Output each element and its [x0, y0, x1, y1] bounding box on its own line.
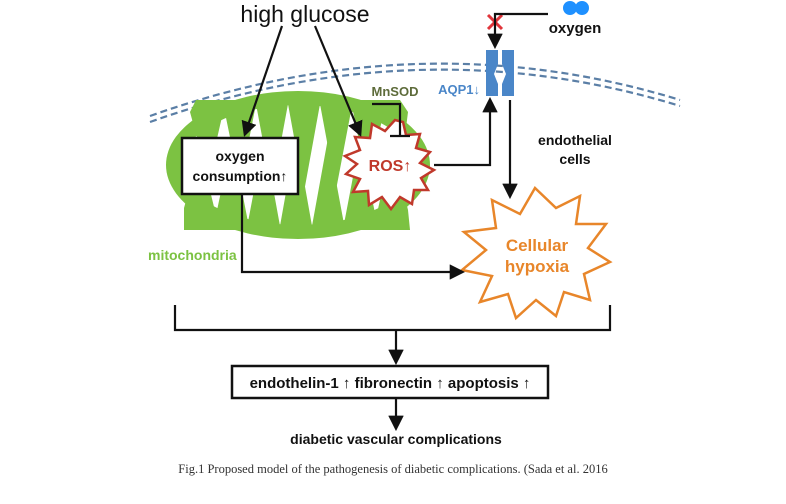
mitochondria-label: mitochondria: [148, 247, 237, 263]
ros-starburst: [342, 118, 437, 212]
oxygen-consumption-box: [180, 136, 300, 196]
cellular-hypoxia-label-line1: Cellular: [506, 236, 569, 255]
outcome-label: diabetic vascular complications: [290, 431, 502, 447]
endothelial-label-line1: endothelial: [538, 132, 612, 148]
mnsod-label: MnSOD: [372, 84, 419, 99]
arrow-ros-to-aqp1: [434, 96, 498, 167]
oxygen-consumption-label-line2: consumption↑: [193, 168, 288, 184]
aqp1-channel: [486, 50, 514, 96]
cellular-hypoxia-starburst: [459, 185, 613, 321]
endothelial-label-line2: cells: [559, 151, 590, 167]
connectors: [173, 12, 612, 432]
oxygen-consumption-label-line1: oxygen: [215, 148, 264, 164]
arrow-glucose-to-consumption: [241, 25, 284, 137]
arrow-glucose-to-ros: [313, 25, 363, 137]
ros-label: ROS↑: [369, 158, 412, 175]
cellular-hypoxia-label-line2: hypoxia: [505, 257, 570, 276]
figure-caption: Fig.1 Proposed model of the pathogenesis…: [178, 462, 608, 476]
high-glucose-label: high glucose: [240, 1, 369, 27]
markers-label: endothelin-1 ↑ fibronectin ↑ apoptosis ↑: [250, 375, 531, 392]
markers-box: [230, 364, 550, 400]
mnsod-inhibition-line: [372, 102, 402, 136]
cell-membrane: [149, 62, 681, 124]
merge-bracket: [173, 305, 612, 332]
oxygen-label: oxygen: [549, 20, 602, 37]
arrow-consumption-to-hypoxia: [240, 194, 466, 280]
arrow-oxygen-to-aqp1: [487, 12, 548, 50]
oxygen-molecule-icon: [563, 1, 589, 15]
aqp1-label: AQP1↓: [438, 82, 480, 97]
